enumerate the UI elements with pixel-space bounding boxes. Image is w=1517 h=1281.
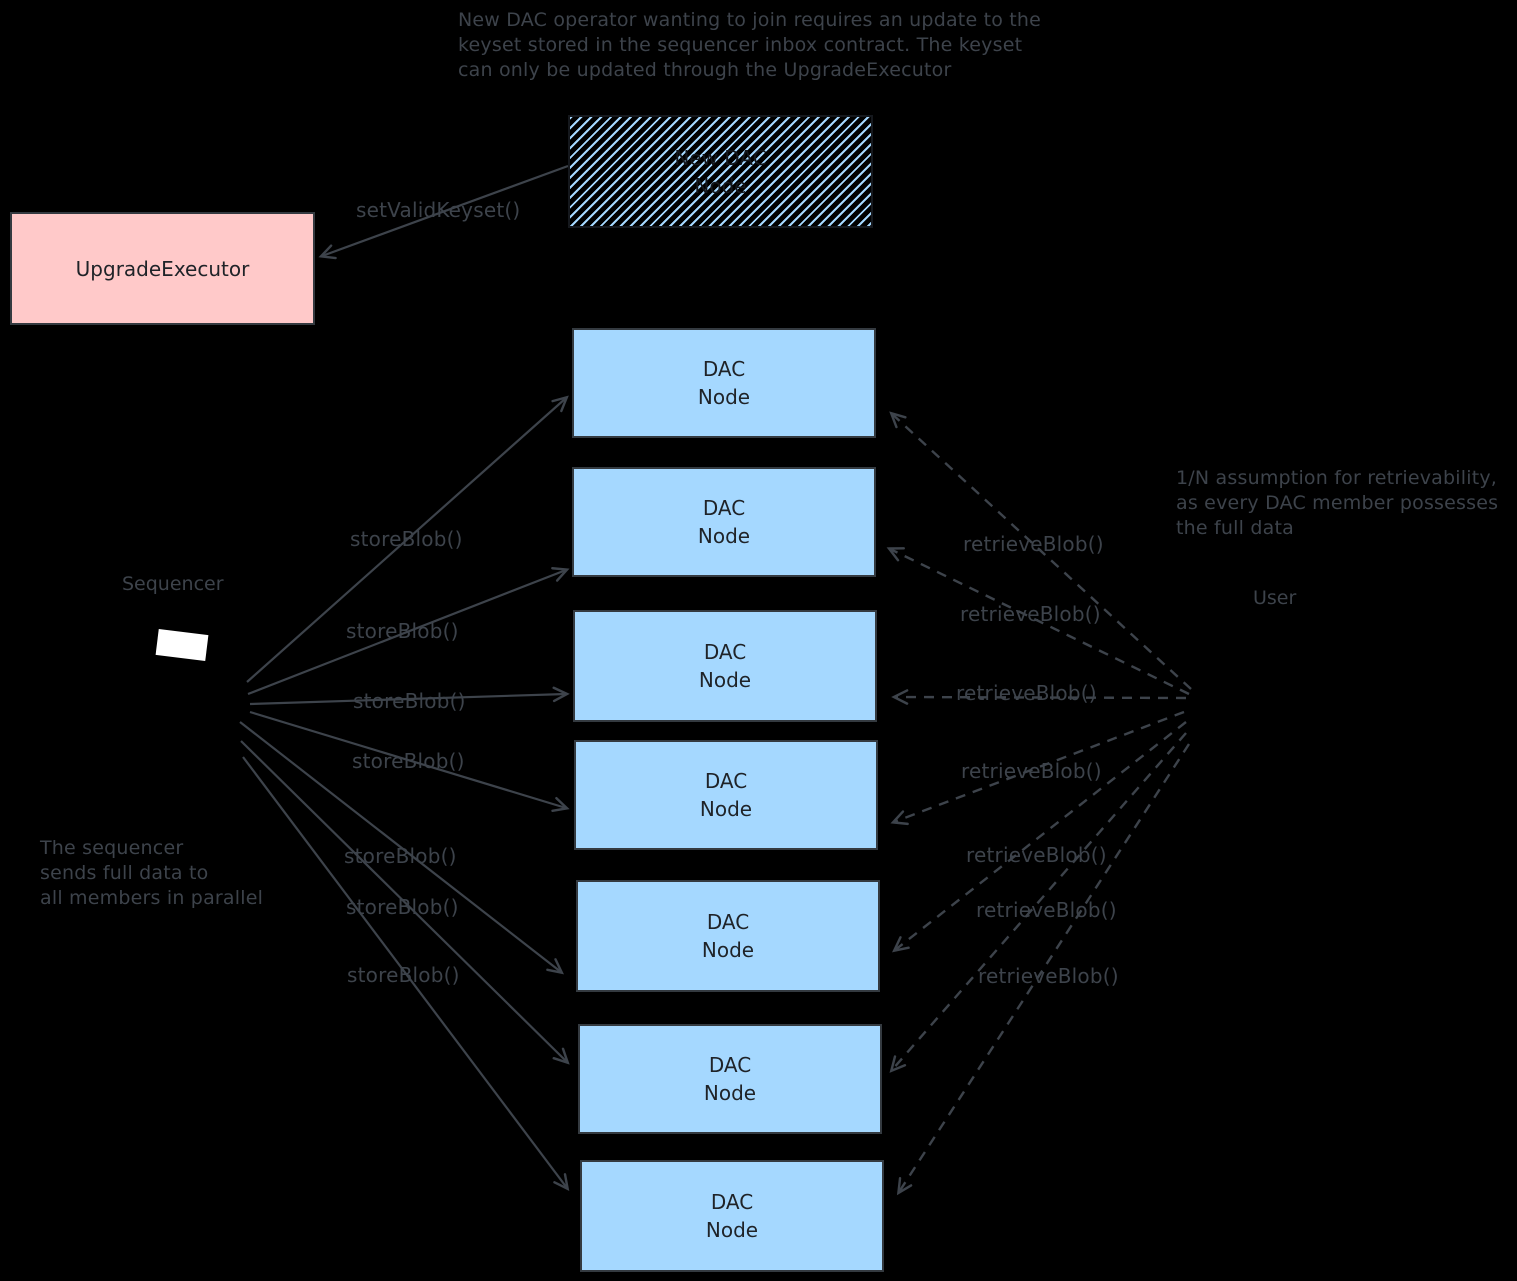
dac-node-box-5: DAC Node [576, 880, 880, 992]
dac-node-box-1: DAC Node [572, 328, 876, 438]
dac-node-label: DAC Node [703, 1053, 757, 1105]
new-dac-node-box: New DAC Node [568, 115, 873, 228]
dac-node-box-6: DAC Node [578, 1024, 882, 1134]
retrieve-blob-label-6: retrieveBlob() [976, 898, 1117, 922]
dac-node-box-3: DAC Node [573, 610, 877, 722]
retrieve-blob-label-2: retrieveBlob() [960, 602, 1101, 626]
dac-node-box-2: DAC Node [572, 467, 876, 577]
dac-node-box-7: DAC Node [580, 1160, 884, 1272]
retrieve-blob-label-7: retrieveBlob() [978, 964, 1119, 988]
store-blob-label-1: storeBlob() [350, 527, 463, 551]
note-sequencer-parallel: The sequencer sends full data to all mem… [40, 837, 264, 909]
retrieve-blob-label-4: retrieveBlob() [961, 759, 1102, 783]
upgrade-executor-box: UpgradeExecutor [10, 212, 315, 325]
dac-node-label: DAC Node [697, 496, 751, 548]
retrieve-blob-label-1: retrieveBlob() [963, 532, 1104, 556]
dac-node-label: DAC Node [698, 640, 752, 692]
note-keyset: New DAC operator wanting to join require… [458, 9, 1042, 81]
note-retrievability: 1/N assumption for retrievability, as ev… [1176, 467, 1499, 539]
retrieve-blob-label-5: retrieveBlob() [966, 843, 1107, 867]
sequencer-label: Sequencer [122, 573, 224, 595]
store-blob-label-4: storeBlob() [352, 749, 465, 773]
retrieve-blob-label-3: retrieveBlob() [956, 681, 1097, 705]
store-blob-label-2: storeBlob() [346, 619, 459, 643]
store-blob-label-5: storeBlob() [344, 844, 457, 868]
new-dac-node-label: New DAC Node [674, 145, 767, 198]
store-blob-label-7: storeBlob() [347, 963, 460, 987]
dac-node-label: DAC Node [697, 357, 751, 409]
dac-node-box-4: DAC Node [574, 740, 878, 850]
store-blob-label-6: storeBlob() [346, 895, 459, 919]
user-label: User [1253, 587, 1297, 609]
dac-node-label: DAC Node [705, 1190, 759, 1242]
upgrade-executor-label: UpgradeExecutor [75, 256, 250, 281]
store-blob-label-3: storeBlob() [353, 689, 466, 713]
dac-node-label: DAC Node [699, 769, 753, 821]
set-valid-keyset-label: setValidKeyset() [356, 198, 521, 222]
dac-node-label: DAC Node [701, 910, 755, 962]
sequencer-screen-shape [155, 629, 209, 661]
